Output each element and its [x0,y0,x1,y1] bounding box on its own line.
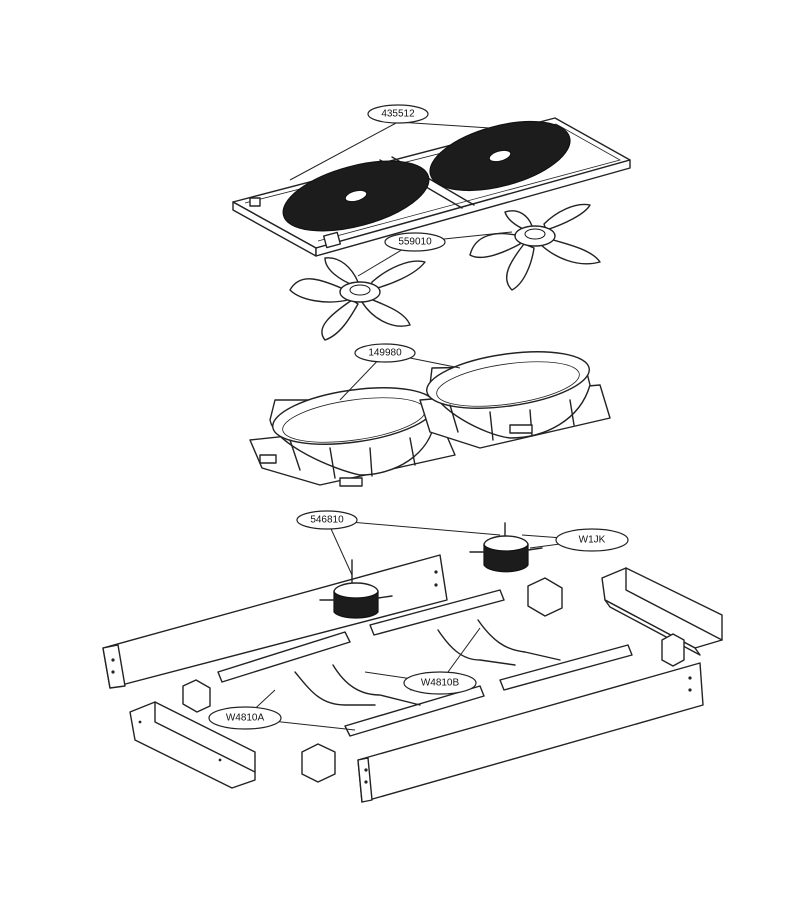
front-rail [357,662,704,803]
callout-w1jk: W1JK [555,528,629,552]
callout-label: 546810 [310,515,344,526]
callout-559010: 559010 [384,232,446,252]
motor-bracket-b [294,619,561,706]
callout-label: 435512 [381,109,415,120]
fan-shroud-right [419,351,611,449]
callout-435512: 435512 [367,104,429,124]
left-end-rail [129,701,256,789]
callout-label: W4810B [421,678,460,689]
fan-motor-right [469,522,543,573]
top-panel-part [232,117,631,257]
callout-label: 559010 [398,237,432,248]
fan-shroud-left [249,387,456,487]
motor-mount-bars [217,589,633,737]
callout-w4810a: W4810A [208,706,282,730]
fan-blade-left [289,257,426,341]
callout-149980: 149980 [354,343,416,363]
fan-blade-right [469,203,601,291]
corner-post [182,577,685,783]
fan-motor-left [319,559,393,619]
callout-w4810b: W4810B [403,671,477,695]
callout-546810: 546810 [296,510,358,530]
callout-label: W4810A [226,713,265,724]
callout-label: W1JK [579,535,606,546]
callout-label: 149980 [368,348,402,359]
